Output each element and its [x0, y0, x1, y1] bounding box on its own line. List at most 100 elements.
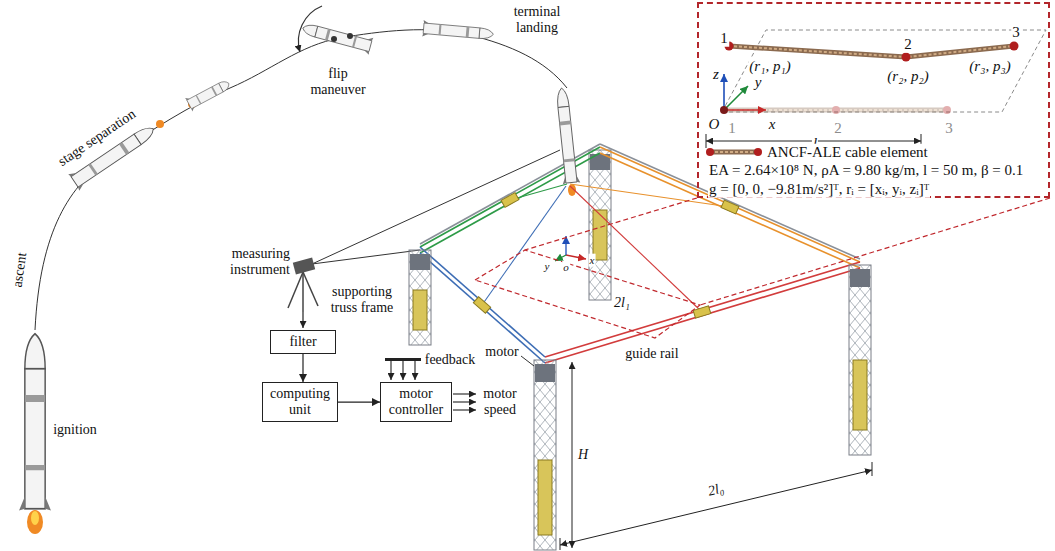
annotation-label: measuring instrument	[209, 246, 291, 278]
annotation-label: ascent	[9, 251, 30, 290]
tower-right	[853, 360, 867, 430]
annotation-label: stage separation	[54, 106, 139, 171]
tower-right	[850, 269, 870, 287]
annotation-label: ignition	[52, 422, 98, 438]
guide-rail	[420, 247, 545, 357]
motor-speed-signal	[453, 401, 476, 402]
leader-line	[521, 356, 534, 366]
rocket-stage-separation	[185, 77, 232, 112]
length-dimension	[706, 134, 707, 148]
box-text: motor controller	[385, 386, 447, 418]
cable-reference	[724, 106, 951, 114]
legend-entry: ANCF-ALE cable element	[766, 144, 929, 161]
rocket-landing	[553, 87, 581, 184]
rocket-flip	[347, 33, 353, 39]
inset-axes	[720, 74, 766, 114]
panel-text: z	[712, 66, 720, 83]
motor-speed-signal	[453, 409, 476, 410]
tower-front	[534, 360, 556, 550]
annotation-label: motor speed	[479, 386, 521, 418]
legend-sample	[706, 148, 762, 156]
measuring-instrument	[293, 258, 315, 275]
panel-text: O	[708, 116, 721, 133]
legend-sample	[710, 150, 758, 155]
callout-link	[475, 198, 1050, 338]
annotation-label: y	[544, 260, 551, 273]
slider-cable	[570, 186, 702, 312]
motor-speed-signal	[453, 393, 476, 394]
box-text: computing unit	[267, 386, 333, 418]
tower-left	[409, 250, 431, 345]
measuring-instrument	[303, 272, 318, 306]
slider	[473, 297, 490, 314]
dimension-line	[872, 462, 873, 476]
dimension-line	[560, 362, 872, 550]
rocket-flip	[331, 36, 337, 42]
tower-left	[409, 250, 431, 345]
tower-left	[413, 290, 427, 330]
panel-text: 1	[719, 30, 729, 47]
rocket-flip	[298, 6, 373, 55]
tower-right	[849, 265, 871, 455]
panel-text: x	[768, 116, 777, 133]
guide-rail	[545, 268, 860, 363]
box-text: filter	[275, 334, 331, 350]
panel-text: 2	[833, 120, 843, 137]
leader-line	[521, 356, 534, 366]
annotation-label: terminal landing	[503, 4, 571, 36]
tower-left	[410, 254, 430, 270]
slider-cable	[570, 184, 730, 207]
legend-sample	[710, 151, 758, 153]
trajectory	[35, 30, 567, 330]
annotation-label: motor	[484, 344, 519, 360]
annotation-label: feedback	[424, 352, 477, 368]
dimension-line	[560, 470, 872, 545]
panel-text: (r₃, p₃)	[968, 58, 1011, 75]
feedback-signal	[402, 361, 403, 380]
slider-cable	[482, 184, 730, 312]
dimension-line	[560, 538, 561, 550]
rocket-ignition	[31, 511, 39, 525]
guide-rail	[420, 253, 545, 363]
tower-back	[589, 150, 611, 300]
inset-axes	[724, 86, 748, 110]
reference-plane	[722, 30, 1046, 112]
guide-rail	[545, 262, 860, 357]
legend-sample	[706, 148, 714, 156]
rocket-flip	[298, 6, 322, 52]
motor-speed-signal	[453, 394, 476, 410]
rocket-flip	[301, 20, 374, 55]
panel-text: 3	[944, 120, 954, 137]
rocket-ignition	[27, 510, 43, 534]
panel-text: (r₁, p₁)	[748, 58, 791, 75]
process-box: filter	[270, 330, 336, 354]
process-box: computing unit	[262, 382, 338, 422]
slider	[721, 200, 739, 214]
callout-link	[525, 198, 697, 250]
slider	[473, 193, 739, 319]
measuring-instrument	[302, 312, 303, 328]
annotation-label: supporting truss frame	[323, 284, 401, 316]
inset-axes	[723, 74, 725, 110]
flow-arrow	[302, 354, 303, 382]
annotation-label: 2l₀	[705, 480, 726, 500]
cable-deformed	[729, 46, 1014, 57]
panel-text: 3	[1011, 24, 1021, 41]
rocket-stage-separation	[156, 120, 164, 128]
tower-right	[849, 265, 871, 455]
legend-text: ANCF-ALE cable element	[767, 144, 928, 160]
measuring-instrument	[302, 272, 304, 312]
inset-axes	[724, 109, 766, 111]
inset-axes	[720, 106, 728, 114]
annotation-label: x	[589, 254, 596, 267]
annotation-label: flip maneuver	[306, 66, 370, 98]
tower-front	[535, 364, 555, 382]
reference-plane	[722, 30, 1046, 112]
panel-text: 1	[727, 120, 737, 137]
tower-back	[589, 150, 611, 300]
callout-link	[475, 250, 700, 338]
frame-axes	[566, 255, 586, 259]
tower-front	[538, 460, 552, 535]
feedback-signal	[385, 358, 421, 361]
